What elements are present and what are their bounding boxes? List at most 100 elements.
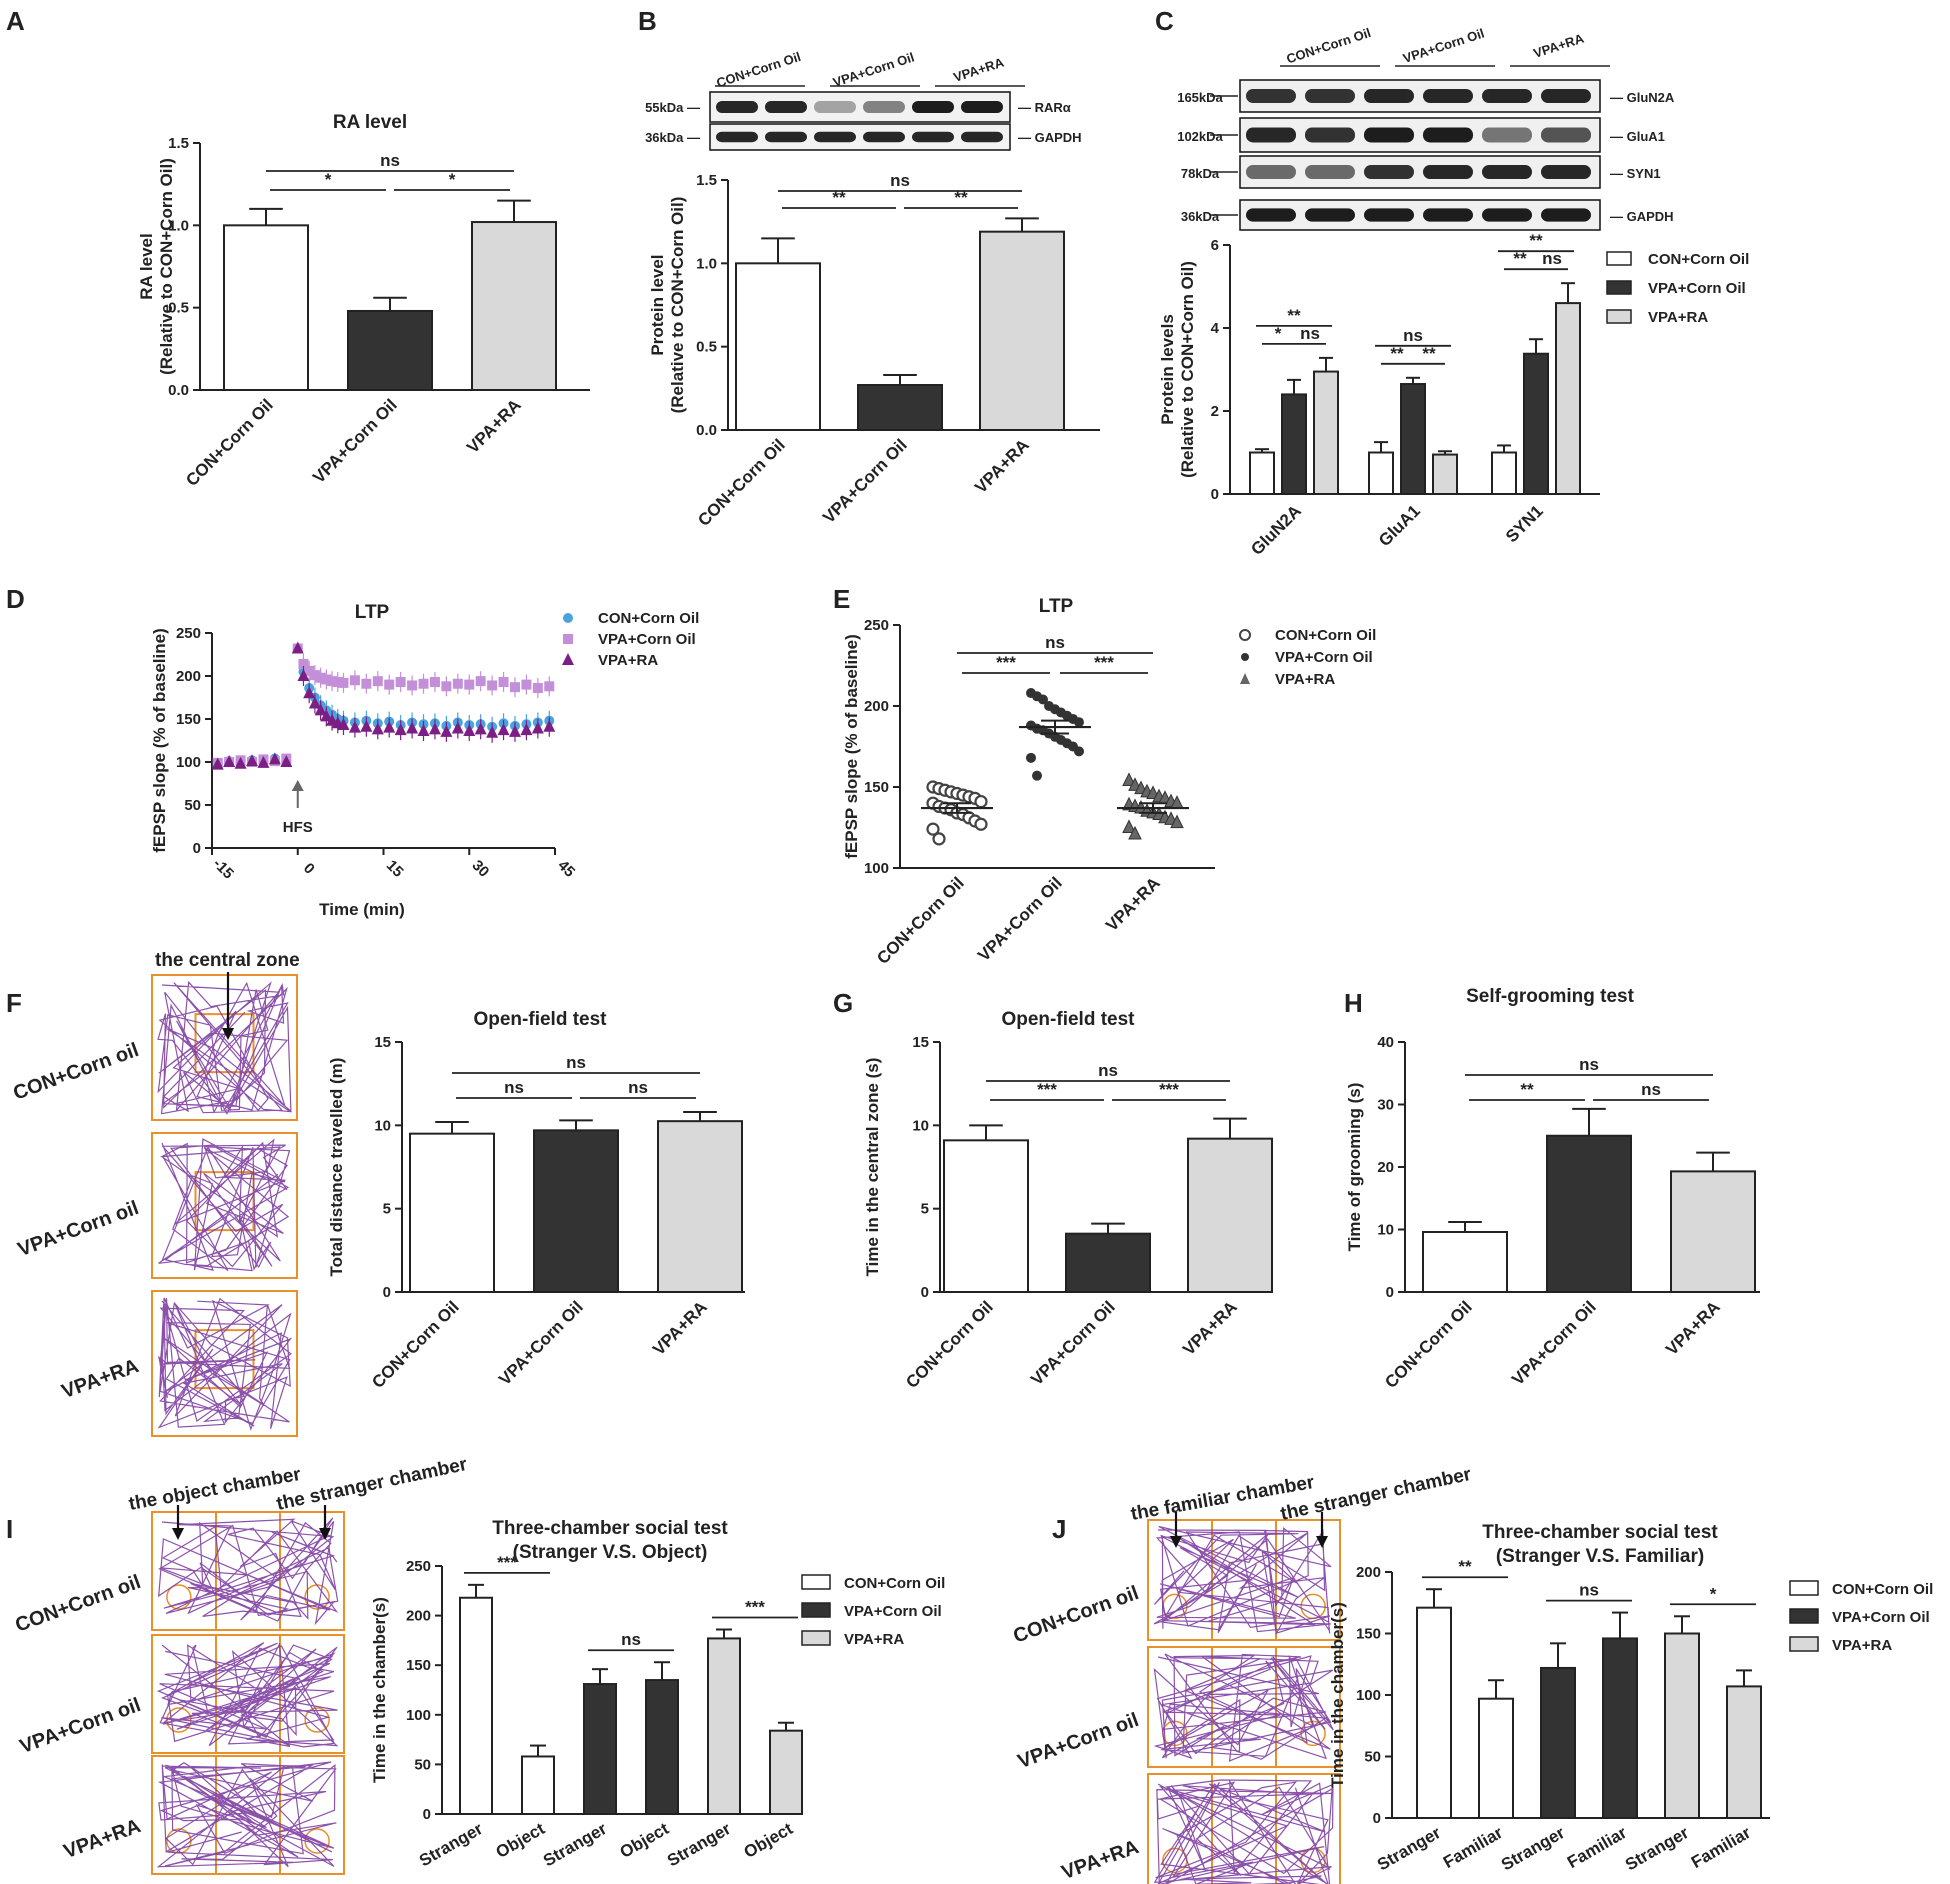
- ltp-point: [280, 755, 293, 767]
- ltp-point: [338, 677, 349, 688]
- y-tick-label: 30: [1377, 1097, 1394, 1114]
- legend-marker: [563, 634, 573, 644]
- ltp-point: [543, 719, 556, 732]
- y-tick-label: 10: [912, 1117, 929, 1134]
- ltp-point: [371, 722, 384, 735]
- central-zone-arrow-head: [222, 1028, 234, 1040]
- x-axis-label: Time (min): [319, 900, 405, 919]
- blot-band: [1305, 208, 1355, 222]
- blot-band: [1423, 88, 1473, 104]
- ltp-point: [372, 676, 383, 687]
- movement-track: [1153, 1653, 1334, 1762]
- bar: [1400, 383, 1426, 495]
- track-row-label: VPA+Corn oil: [17, 1694, 144, 1758]
- ltp-point: [304, 665, 315, 676]
- ltp-point: [474, 722, 487, 735]
- significance-label: **: [1458, 1557, 1472, 1576]
- y-axis-label: (Relative to CON+Corn Oil): [157, 158, 176, 375]
- bar: [769, 1729, 803, 1815]
- data-point: [1074, 717, 1084, 728]
- ltp-point: [297, 669, 310, 681]
- y-tick-label: 0: [383, 1284, 391, 1301]
- y-tick-label: 50: [184, 797, 201, 814]
- blot-mw-label: 36kDa —: [645, 130, 700, 145]
- track-row-label: VPA+RA: [59, 1355, 142, 1403]
- blot-band: [1305, 88, 1355, 104]
- significance-label: **: [1287, 306, 1301, 325]
- bar: [1065, 1232, 1151, 1293]
- ltp-point: [327, 676, 338, 687]
- bar: [1523, 352, 1549, 496]
- x-tick-label: 0: [300, 860, 318, 878]
- panel-letter-h: H: [1344, 988, 1363, 1018]
- y-tick-label: 4: [1211, 320, 1220, 337]
- significance-label: ns: [1403, 326, 1423, 345]
- chart-title: RA level: [333, 112, 407, 133]
- panel-letter-d: D: [6, 584, 25, 614]
- blot-strip: [1239, 155, 1601, 189]
- panel-letter-g: G: [833, 988, 853, 1018]
- ltp-point: [309, 670, 320, 681]
- x-tick-label: VPA+Corn Oil: [819, 435, 911, 527]
- three-chamber-track: [151, 1511, 345, 1631]
- x-tick-label: Stranger: [1498, 1823, 1568, 1875]
- y-tick-label: 40: [1377, 1034, 1394, 1051]
- x-tick-label: -15: [210, 855, 237, 882]
- legend-label: CON+Corn Oil: [598, 610, 699, 627]
- y-tick-label: 100: [1356, 1687, 1381, 1704]
- x-tick-label: VPA+Corn Oil: [309, 395, 401, 487]
- ltp-point: [487, 680, 498, 691]
- legend-swatch: [1789, 1580, 1819, 1596]
- significance-label: ***: [745, 1597, 765, 1616]
- blot-band: [1246, 88, 1296, 104]
- blot-group-label: VPA+RA: [951, 54, 1006, 85]
- y-tick-label: 5: [383, 1201, 391, 1218]
- x-tick-label: Familiar: [1440, 1823, 1506, 1872]
- x-tick-label: CON+Corn Oil: [182, 395, 277, 490]
- blot-group-label: VPA+RA: [1531, 30, 1586, 61]
- legend-marker: [562, 653, 574, 665]
- ltp-point: [497, 723, 510, 736]
- y-axis-label: Time in the chamber(s): [1328, 1602, 1347, 1788]
- open-field-track: [151, 1290, 298, 1437]
- legend-label: VPA+Corn Oil: [844, 1603, 942, 1620]
- bar: [1313, 370, 1339, 496]
- significance-label: ns: [1579, 1581, 1599, 1600]
- three-chamber-track: [1147, 1646, 1341, 1768]
- ltp-point: [418, 678, 429, 689]
- significance-label: ns: [628, 1078, 648, 1097]
- y-tick-label: 0: [1211, 486, 1219, 503]
- blot-band: [1541, 164, 1591, 180]
- blot-band: [1541, 127, 1591, 143]
- x-tick-label: VPA+RA: [1179, 1297, 1241, 1359]
- y-axis-label: Time in the central zone (s): [863, 1058, 882, 1277]
- legend-label: VPA+RA: [1832, 1637, 1892, 1654]
- x-tick-label: VPA+Corn Oil: [1027, 1297, 1119, 1389]
- bar: [347, 309, 433, 391]
- x-tick-label: Familiar: [1564, 1823, 1630, 1872]
- blot-band: [961, 101, 1003, 113]
- x-tick-label: SYN1: [1502, 501, 1547, 546]
- data-point: [974, 794, 988, 809]
- y-tick-label: 1.0: [696, 255, 717, 272]
- y-tick-label: 10: [1377, 1222, 1394, 1239]
- y-axis-label: fEPSP slope (% of baseline): [150, 628, 169, 853]
- ltp-point: [320, 709, 333, 722]
- bar: [583, 1683, 617, 1815]
- significance-label: ns: [1045, 633, 1065, 652]
- x-tick-label: Stranger: [540, 1819, 610, 1871]
- blot-strip: [1239, 199, 1601, 231]
- chart-subtitle: (Stranger V.S. Familiar): [1496, 1546, 1704, 1567]
- panel-letter-c: C: [1155, 6, 1174, 36]
- data-point: [1122, 772, 1136, 787]
- legend-label: CON+Corn Oil: [1275, 627, 1376, 644]
- ltp-point: [463, 724, 476, 737]
- significance-label: **: [1422, 344, 1436, 363]
- y-tick-label: 5: [921, 1201, 929, 1218]
- x-tick-label: CON+Corn Oil: [694, 435, 789, 530]
- x-tick-label: GluA1: [1375, 501, 1424, 550]
- ltp-point: [314, 703, 327, 716]
- legend-marker: [1240, 673, 1250, 684]
- significance-label: **: [1529, 231, 1543, 250]
- ltp-point: [429, 677, 440, 688]
